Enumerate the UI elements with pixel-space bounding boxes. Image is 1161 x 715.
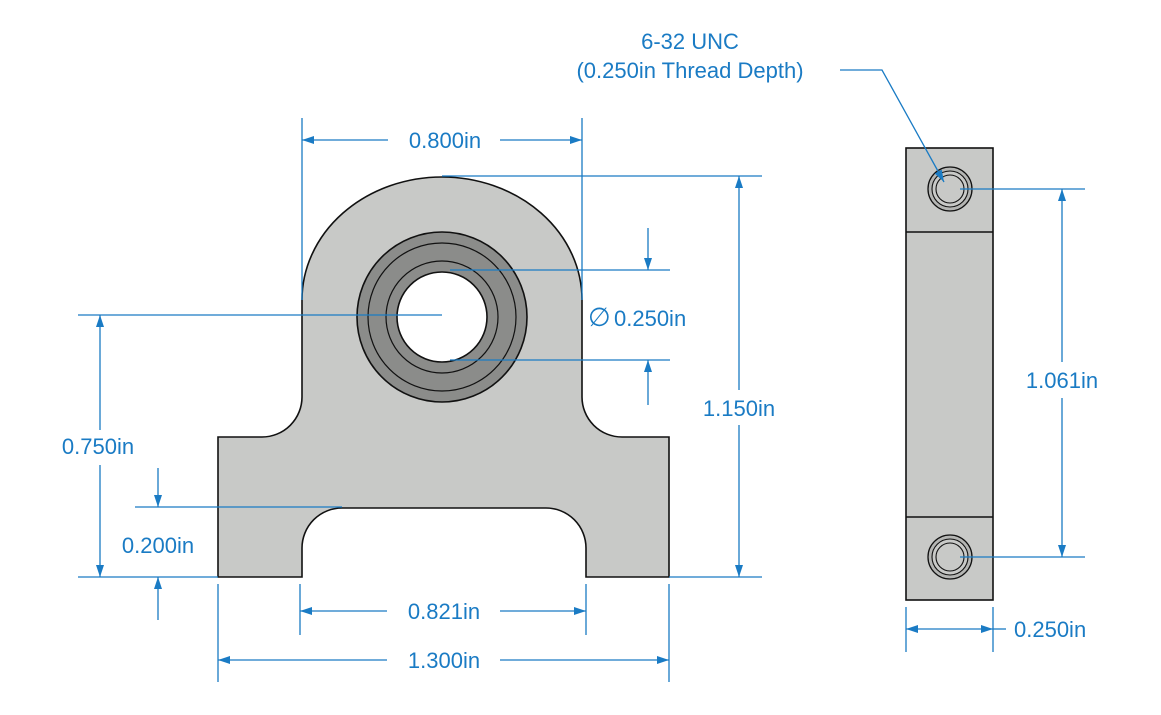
thread-note-line1: 6-32 UNC — [641, 29, 739, 54]
dimensions — [78, 69, 1085, 682]
dim-thickness: 0.250in — [1014, 617, 1086, 642]
bore-hole — [396, 271, 488, 363]
side-view — [905, 147, 994, 601]
dim-overall-height: 1.150in — [703, 396, 775, 421]
side-body — [905, 147, 994, 601]
front-view — [217, 176, 670, 578]
dim-bore-center-height: 0.750in — [62, 434, 134, 459]
diameter-symbol: ∅ — [588, 302, 611, 332]
dim-top-width: 0.800in — [409, 128, 481, 153]
thread-callout: 6-32 UNC (0.250in Thread Depth) — [576, 29, 803, 83]
dim-slot-width: 0.821in — [408, 599, 480, 624]
dim-overall-width: 1.300in — [408, 648, 480, 673]
thread-note-line2: (0.250in Thread Depth) — [576, 58, 803, 83]
dim-bore-diameter: 0.250in — [614, 306, 686, 331]
tapped-hole-bottom — [927, 534, 973, 580]
dim-hole-spacing: 1.061in — [1026, 368, 1098, 393]
dim-slot-height: 0.200in — [122, 533, 194, 558]
dimension-labels: 0.800in ∅ 0.250in 1.150in 0.750in 0.200i… — [62, 128, 1098, 673]
